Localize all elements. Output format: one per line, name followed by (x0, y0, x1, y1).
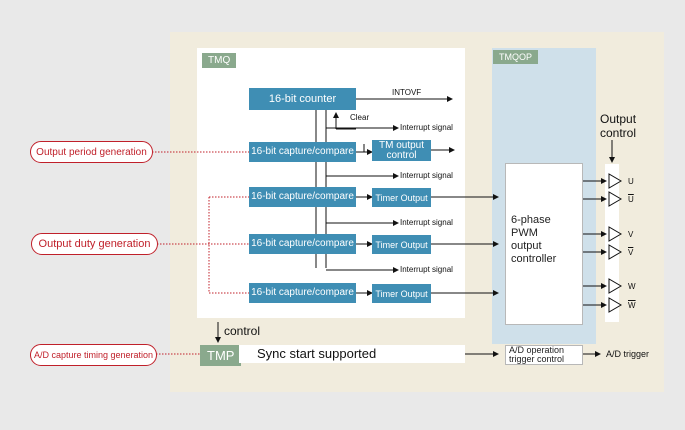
output-duty-generation-label: Output duty generation (31, 233, 158, 255)
pwm-controller-label: 6-phase PWM output controller (511, 214, 557, 265)
capture-block-1: 16-bit capture/compare (249, 142, 356, 162)
tmp-tag: TMP (200, 345, 242, 366)
tmqop-tag: TMQOP (493, 50, 538, 64)
ad-capture-timing-label: A/D capture timing generation (30, 344, 157, 366)
intovf-label: INTOVF (392, 88, 422, 97)
output-v: V (628, 230, 634, 239)
interrupt-label-2: Interrupt signal (400, 171, 453, 180)
interrupt-label-3: Interrupt signal (400, 218, 453, 227)
output-control-label: Output control (600, 112, 637, 140)
clear-label: Clear (350, 113, 370, 122)
output-w-bar: W (628, 301, 636, 310)
capture-block-4: 16-bit capture/compare (249, 283, 356, 303)
control-label: control (224, 324, 261, 338)
capture-block-2: 16-bit capture/compare (249, 187, 356, 207)
capture-block-3: 16-bit capture/compare (249, 234, 356, 254)
output-u: U (628, 177, 634, 186)
sync-bar: Sync start supported (239, 345, 465, 363)
ad-trigger-label: A/D trigger (606, 349, 650, 359)
timer-output-block-1: Timer Output (372, 188, 431, 207)
output-u-bar: U (628, 195, 634, 204)
counter-block: 16-bit counter (249, 88, 356, 110)
timer-output-block-2: Timer Output (372, 235, 431, 254)
timer-output-block-3: Timer Output (372, 284, 431, 303)
output-w: W (628, 282, 636, 291)
tmq-tag: TMQ (202, 53, 237, 68)
sync-label: Sync start supported (257, 346, 377, 361)
ad-operation-block: A/D operation trigger control (505, 345, 583, 365)
tm-output-control-block: TM output control (372, 140, 431, 161)
ad-operation-label: A/D operation trigger control (509, 345, 565, 364)
output-v-bar: V (628, 248, 634, 257)
pwm-controller: 6-phase PWM output controller (505, 163, 583, 325)
output-period-generation-label: Output period generation (30, 141, 153, 163)
interrupt-label-1: Interrupt signal (400, 123, 453, 132)
interrupt-label-4: Interrupt signal (400, 265, 453, 274)
